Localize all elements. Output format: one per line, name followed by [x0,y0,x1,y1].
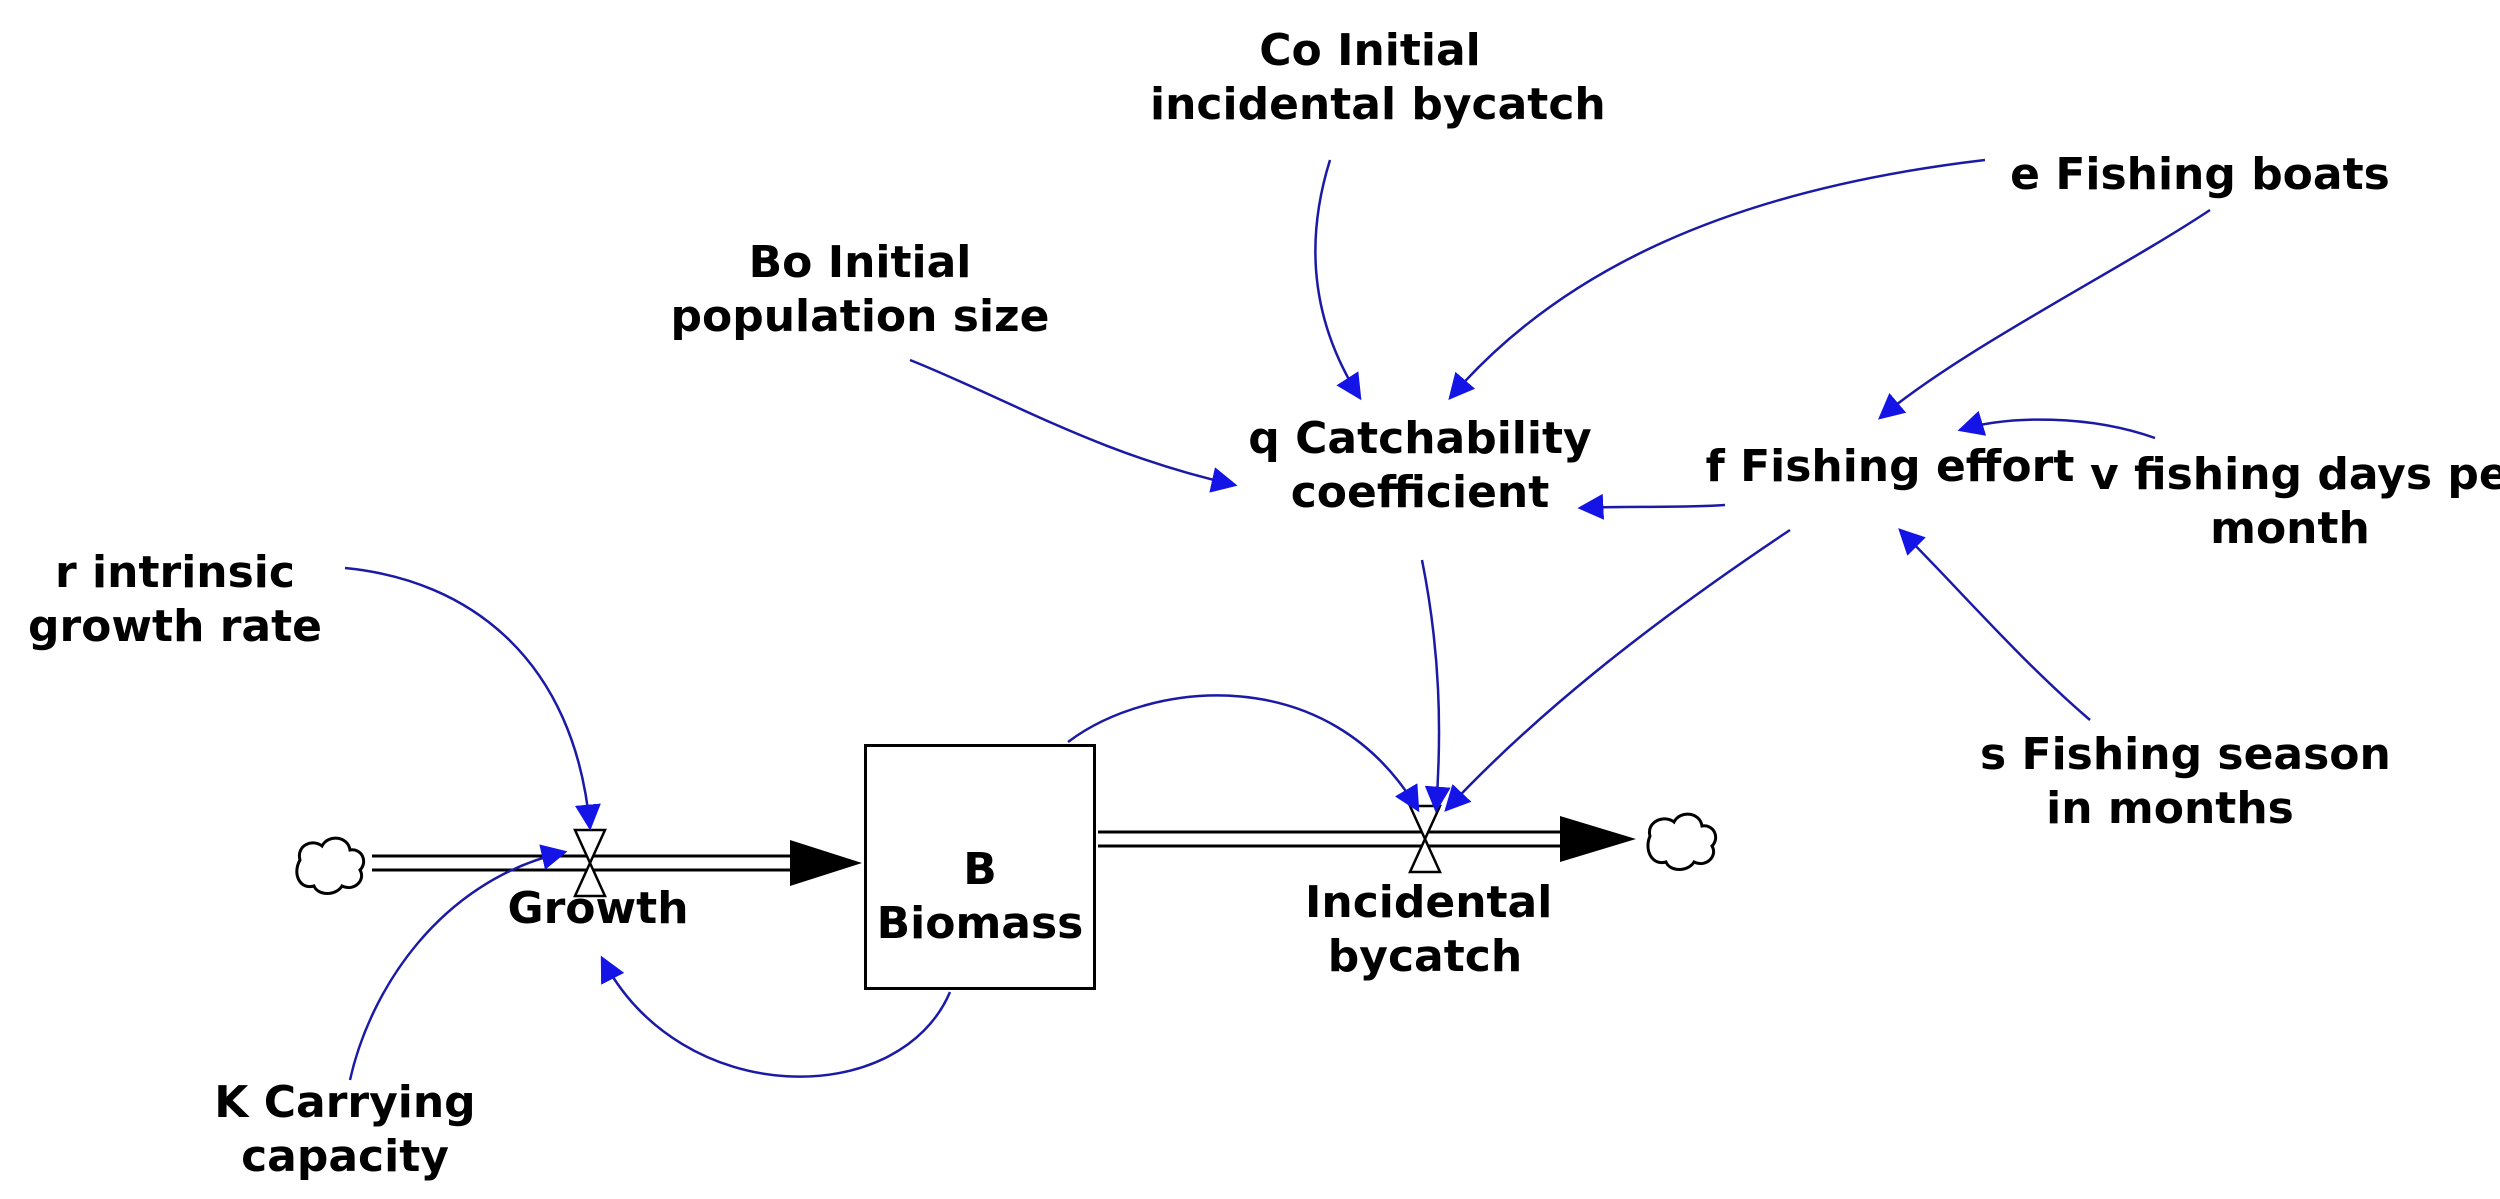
growth-label-text: Growth [507,883,689,934]
growth-flow-label[interactable]: Growth [498,882,698,936]
link-bo-to-q [909,358,1238,493]
variable-r[interactable]: r intrinsic growth rate [20,546,330,654]
variable-f[interactable]: f Fishing effort [1700,440,2080,494]
link-f-to-bycatch [1444,528,1791,812]
link-q-to-bycatch [1420,559,1451,813]
valve-icon [1408,804,1442,874]
link-v-to-f [1957,410,2156,440]
co-label-line2: incidental bycatch [1150,79,1606,130]
link-f-to-q [1577,493,1726,520]
variable-e[interactable]: e Fishing boats [1980,148,2420,202]
link-r-to-growth [344,566,601,831]
variable-v[interactable]: v fishing days per month [2090,448,2500,556]
cloud-source-icon [295,836,366,895]
link-k-to-growth [348,844,568,1081]
causal-links [344,158,2211,1081]
variable-k[interactable]: K Carrying capacity [195,1076,495,1184]
bo-label-line1: Bo Initial [748,237,972,288]
link-biomass-to-growth [600,955,952,1078]
bycatch-label-line2: bycatch [1327,931,1523,982]
k-label-line2: capacity [241,1131,449,1182]
q-label-line2: coefficient [1290,467,1550,518]
growth-flow-pipe [372,840,862,886]
bycatch-label-line1: Incidental [1305,877,1553,928]
k-label-line1: K Carrying [214,1077,476,1128]
q-label-line1: q Catchability [1248,413,1592,464]
e-label-line1: e Fishing boats [2010,149,2390,200]
variable-s[interactable]: s Fishing season in months [1980,728,2391,836]
bo-label-line2: population size [670,291,1050,342]
variable-q[interactable]: q Catchability coefficient [1240,412,1600,520]
link-e-to-q [1448,158,1986,400]
stock-biomass[interactable]: B Biomass [864,744,1096,990]
v-label-line2: month [2210,503,2370,554]
link-e-to-f [1878,208,2211,420]
co-label-line1: Co Initial [1259,25,1481,76]
bycatch-flow-label[interactable]: Incidental bycatch [1305,876,1553,984]
link-co-to-q [1314,159,1362,401]
f-label-line1: f Fishing effort [1705,441,2075,492]
variable-co[interactable]: Co Initial incidental bycatch [1150,24,1606,132]
v-label-line1: v fishing days per [2090,449,2500,500]
r-label-line2: growth rate [27,601,322,652]
link-s-to-f [1898,528,2091,721]
bycatch-flow-pipe [1098,816,1636,862]
r-label-line1: r intrinsic [55,547,295,598]
s-label-line1: s Fishing season [1980,729,2391,780]
stock-biomass-label: B Biomass [876,844,1084,949]
s-label-line2: in months [2046,783,2294,834]
cloud-sink-icon [1646,812,1718,871]
link-biomass-to-bycatch [1067,694,1420,813]
valve-icon [573,828,607,898]
variable-bo[interactable]: Bo Initial population size [660,236,1060,344]
